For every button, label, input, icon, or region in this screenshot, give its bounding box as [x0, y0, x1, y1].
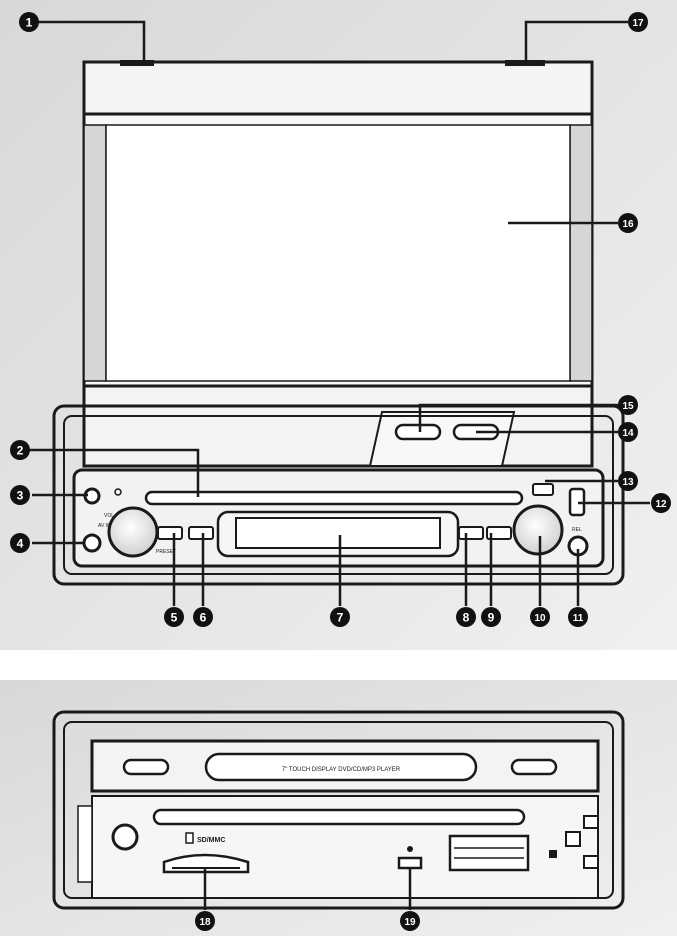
left-bracket: [77, 805, 93, 883]
callout-17-label: 17: [632, 18, 644, 29]
screen-top-bar: [82, 60, 594, 116]
ir-sensor: [114, 488, 122, 496]
callout-1: 1: [19, 12, 39, 32]
faceplate-right-pill: [510, 758, 558, 776]
leader-2: [30, 448, 200, 497]
callout-11-label: 11: [573, 613, 584, 624]
callout-6: 6: [193, 607, 213, 627]
tuning-knob: [512, 504, 564, 556]
callout-16: 16: [618, 213, 638, 233]
callout-2-label: 2: [17, 444, 24, 458]
leader-1: [38, 20, 146, 62]
callout-18: 18: [195, 911, 215, 931]
callout-8: 8: [456, 607, 476, 627]
side-tab-2: [583, 855, 599, 869]
callout-7: 7: [330, 607, 350, 627]
screen-right-bezel: [569, 124, 593, 382]
side-tab-1: [583, 815, 599, 829]
preset-button-5: [157, 526, 183, 540]
leader-17: [524, 20, 628, 62]
callout-1-label: 1: [26, 16, 33, 30]
top-right-tab: [505, 60, 545, 66]
button-8: [458, 526, 484, 540]
callout-16-label: 16: [622, 219, 634, 230]
callout-10-label: 10: [534, 613, 546, 624]
callout-8-label: 8: [463, 611, 470, 625]
disc-slot: [144, 490, 524, 506]
faceplate-left-pill: [122, 758, 170, 776]
callout-18-label: 18: [199, 917, 211, 928]
display-window: [235, 517, 441, 549]
sd-mmc-label: SD/MMC: [197, 837, 225, 844]
top-left-tab: [120, 60, 154, 66]
body-round-port: [111, 823, 139, 851]
callout-12-label: 12: [655, 499, 667, 510]
callout-17: 17: [628, 12, 648, 32]
callout-7-label: 7: [337, 611, 344, 625]
button-9: [486, 526, 512, 540]
callout-5-label: 5: [171, 611, 178, 625]
callout-2: 2: [10, 440, 30, 460]
callout-14-label: 14: [622, 428, 634, 439]
callout-19-label: 19: [404, 917, 416, 928]
side-square-1: [565, 831, 581, 847]
callout-11: 11: [568, 607, 588, 627]
callout-5: 5: [164, 607, 184, 627]
screen-left-bezel: [83, 124, 107, 382]
av-in-label: AV IN: [98, 523, 111, 529]
callout-3: 3: [10, 485, 30, 505]
callout-9: 9: [481, 607, 501, 627]
callout-4: 4: [10, 533, 30, 553]
callout-badges: 1 17 2 3 4 5 6 7: [10, 12, 671, 931]
sd-card-icon: [185, 832, 194, 844]
leader-lines-bottom: [203, 868, 412, 910]
body-small-port: [397, 856, 423, 870]
callout-3-label: 3: [17, 489, 24, 503]
connector-block: [448, 834, 530, 872]
leader-lines-top: [30, 20, 650, 606]
callout-12: 12: [651, 493, 671, 513]
faceplate-banner: [204, 752, 478, 782]
rel-label: REL: [572, 527, 582, 533]
av-in-jack: [82, 533, 102, 553]
button-13: [532, 483, 554, 496]
preset-label: PRESET: [156, 549, 176, 555]
vol-label: VOL: [104, 513, 114, 519]
leader-15: [418, 403, 618, 432]
body-disc-slot: [152, 808, 526, 826]
callout-19: 19: [400, 911, 420, 931]
callout-6-label: 6: [200, 611, 207, 625]
bottom-chassis-outer: [52, 710, 625, 910]
callout-13: 13: [618, 471, 638, 491]
callout-15: 15: [618, 395, 638, 415]
small-square: [549, 850, 557, 858]
callout-9-label: 9: [488, 611, 495, 625]
callout-4-label: 4: [17, 537, 24, 551]
preset-button-6: [188, 526, 214, 540]
body-pinhole: [407, 846, 413, 852]
callout-14: 14: [618, 422, 638, 442]
lcd-screen: [105, 124, 571, 382]
faceplate-text: 7" TOUCH DISPLAY DVD/CD/MP3 PLAYER: [282, 767, 401, 773]
callout-10: 10: [530, 607, 550, 627]
screen-lower-plate: [82, 384, 594, 468]
callout-13-label: 13: [622, 477, 634, 488]
callout-15-label: 15: [622, 401, 634, 412]
screen-button-15: [394, 423, 442, 441]
volume-knob: [107, 506, 159, 558]
